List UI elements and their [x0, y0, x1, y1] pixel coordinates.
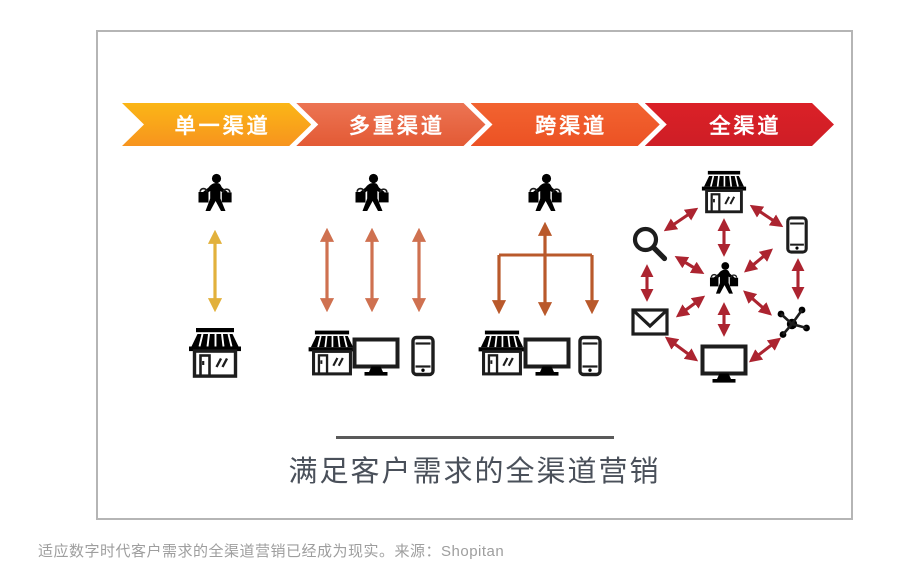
storefront-icon [700, 169, 748, 214]
shopper-icon [197, 173, 233, 212]
storefront-icon [307, 329, 357, 376]
smartphone-icon [578, 335, 602, 377]
figure-footer: 满足客户需求的全渠道营销 [98, 436, 851, 490]
network-icon [776, 305, 812, 340]
ring-arrows [640, 204, 805, 363]
omnichannel-evolution-figure: 单一渠道 多重渠道 跨渠道 全渠道 [96, 30, 853, 520]
stage-label: 跨渠道 [535, 114, 608, 138]
cross-channel-column [477, 173, 602, 378]
stage-single-channel: 单一渠道 [122, 103, 311, 146]
monitor-icon [700, 344, 748, 385]
stage-label: 单一渠道 [174, 114, 271, 138]
smartphone-icon [786, 216, 808, 254]
stage-multi-channel: 多重渠道 [296, 103, 485, 146]
figure-title: 满足客户需求的全渠道营销 [288, 456, 661, 488]
multi-channel-column [307, 173, 435, 378]
caption-source: 来源：Shopitan [394, 543, 505, 560]
stage-label: 全渠道 [709, 114, 782, 138]
magnifier-icon [635, 229, 665, 259]
omni-channel-network [631, 169, 812, 385]
storefront-icon [477, 329, 527, 376]
stage-cross-channel: 跨渠道 [471, 103, 660, 146]
hub-spoke-arrows [674, 218, 774, 337]
smartphone-icon [411, 335, 435, 377]
monitor-icon [523, 337, 571, 378]
shopper-icon [709, 261, 739, 295]
monitor-icon [352, 337, 400, 378]
shopper-icon [354, 173, 390, 212]
shopper-icon [527, 173, 563, 212]
stage-label: 多重渠道 [348, 114, 445, 138]
envelope-icon [631, 308, 669, 336]
stage-omni-channel: 全渠道 [645, 103, 834, 146]
storefront-icon [187, 326, 243, 378]
single-channel-column [187, 173, 243, 378]
caption-text: 适应数字时代客户需求的全渠道营销已经成为现实。 [38, 543, 395, 560]
title-divider [335, 436, 614, 439]
stage-band: 单一渠道 多重渠道 跨渠道 全渠道 [122, 103, 834, 146]
channel-diagram [187, 169, 812, 385]
figure-caption: 适应数字时代客户需求的全渠道营销已经成为现实。来源：Shopitan [38, 540, 504, 561]
